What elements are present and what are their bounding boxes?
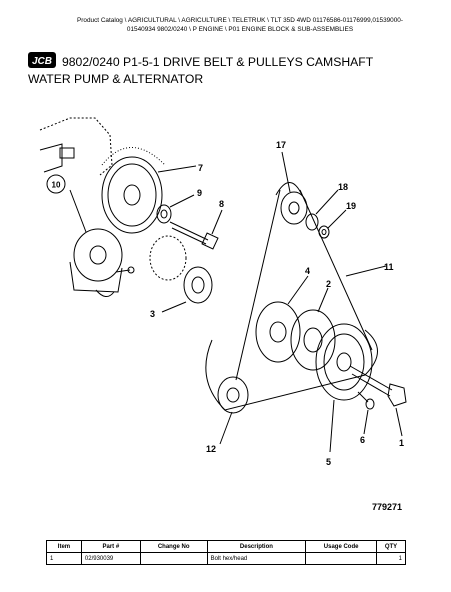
belt-12-lower (205, 329, 378, 411)
callout-11: 11 (384, 262, 394, 272)
washer-9 (156, 204, 172, 224)
belt-11 (235, 189, 373, 381)
idler-pulley-12 (217, 376, 249, 414)
pulley-2 (290, 309, 336, 371)
cell-part-number: 02/930039 (80, 552, 141, 565)
leader-10 (69, 189, 87, 233)
leader-3 (161, 301, 187, 313)
header-description: Description (206, 540, 307, 553)
crankshaft-nose (149, 235, 187, 281)
callout-19: 19 (346, 201, 356, 211)
figure-reference: 779271 (372, 502, 403, 512)
leader-11 (345, 265, 387, 277)
leader-18 (315, 189, 339, 215)
tensioner-pulley-10 (73, 228, 123, 282)
callout-12: 12 (206, 444, 216, 454)
callout-3: 3 (150, 309, 155, 319)
pin-6-head (365, 398, 375, 410)
cell-change-no (139, 552, 208, 565)
page-title-line-1: 9802/0240 P1-5-1 DRIVE BELT & PULLEYS CA… (62, 55, 374, 69)
engine-block-outline (39, 117, 113, 176)
header-usage-code: Usage Code (305, 540, 378, 553)
water-pump-pulley-hub (269, 321, 287, 343)
tensioner-clip (95, 289, 115, 297)
callout-6: 6 (360, 435, 365, 445)
tensioner-bracket (69, 261, 123, 293)
alternator-pulley-hub (288, 201, 300, 215)
logo-text: JCB (32, 56, 52, 67)
callout-2: 2 (326, 279, 331, 289)
engine-block-front (39, 143, 63, 173)
idler-pulley-hub (226, 387, 240, 403)
cell-item: 1 (46, 552, 82, 565)
leader-6 (363, 409, 369, 435)
breadcrumb-line-2: 01540934 9802/0240 \ P ENGINE \ P01 ENGI… (126, 26, 354, 33)
table-row: 1 02/930039 Bolt hex/head 1 (46, 552, 406, 565)
leader-1 (395, 407, 403, 437)
cell-description: Bolt hex/head (206, 552, 307, 565)
leader-7 (157, 165, 197, 173)
callout-1: 1 (399, 438, 404, 448)
engine-block-boss (59, 147, 75, 159)
damper-pulley-5 (315, 323, 373, 401)
tensioner-hub (89, 245, 107, 265)
parts-table: Item Part # Change No Description Usage … (46, 540, 406, 565)
leader-19 (327, 209, 347, 229)
callout-5: 5 (326, 457, 331, 467)
callout-9: 9 (197, 188, 202, 198)
callout-17: 17 (276, 140, 286, 150)
page-title-line-2: WATER PUMP & ALTERNATOR (28, 72, 204, 86)
spacer-18 (305, 213, 319, 231)
damper-pulley-rim (323, 333, 365, 391)
callout-8: 8 (219, 199, 224, 209)
camshaft-pulley-hub (123, 184, 141, 206)
breadcrumb: Product Catalog \ AGRICULTURAL \ AGRICUL… (60, 16, 420, 34)
callout-4: 4 (305, 266, 310, 276)
parts-table-header: Item Part # Change No Description Usage … (46, 540, 406, 553)
washer-9-hole (160, 209, 168, 219)
header-item: Item (46, 540, 82, 553)
jcb-logo: JCB (28, 52, 56, 68)
leader-2 (317, 287, 329, 313)
leader-8 (211, 209, 223, 235)
pin-6-shank (357, 391, 369, 403)
cell-usage-code (305, 552, 378, 565)
header-change-no: Change No (139, 540, 208, 553)
damper-pulley-hub (336, 352, 352, 372)
alternator-pulley-17 (280, 191, 308, 225)
bolt-1-shank (349, 365, 393, 397)
bolt-8-head (201, 232, 219, 250)
header-part-number: Part # (80, 540, 141, 553)
callout-10: 10 (52, 181, 61, 190)
nut-19 (318, 225, 330, 239)
callout-10-circle (46, 174, 66, 194)
pulley-2-hub (303, 327, 323, 353)
camshaft-pulley-rim (107, 163, 157, 227)
breadcrumb-line-1: Product Catalog \ AGRICULTURAL \ AGRICUL… (77, 17, 403, 24)
leader-12 (219, 411, 233, 445)
cell-qty: 1 (376, 552, 406, 565)
belt-11-top (275, 182, 303, 196)
leader-5 (329, 399, 335, 453)
crankshaft-gear-3 (183, 266, 213, 304)
tensioner-screw-head (127, 266, 135, 274)
bolt-8-shank (169, 221, 209, 245)
crankshaft-gear-bore (191, 276, 205, 294)
leader-17 (281, 151, 291, 193)
callout-18: 18 (338, 182, 348, 192)
nut-19-hole (321, 229, 327, 235)
header-qty: QTY (376, 540, 406, 553)
leader-4 (287, 275, 309, 305)
bolt-1-head (387, 383, 407, 407)
water-pump-pulley-4 (255, 301, 301, 363)
leader-9 (169, 194, 195, 208)
camshaft-pulley-7 (101, 156, 163, 234)
callout-7: 7 (198, 163, 203, 173)
